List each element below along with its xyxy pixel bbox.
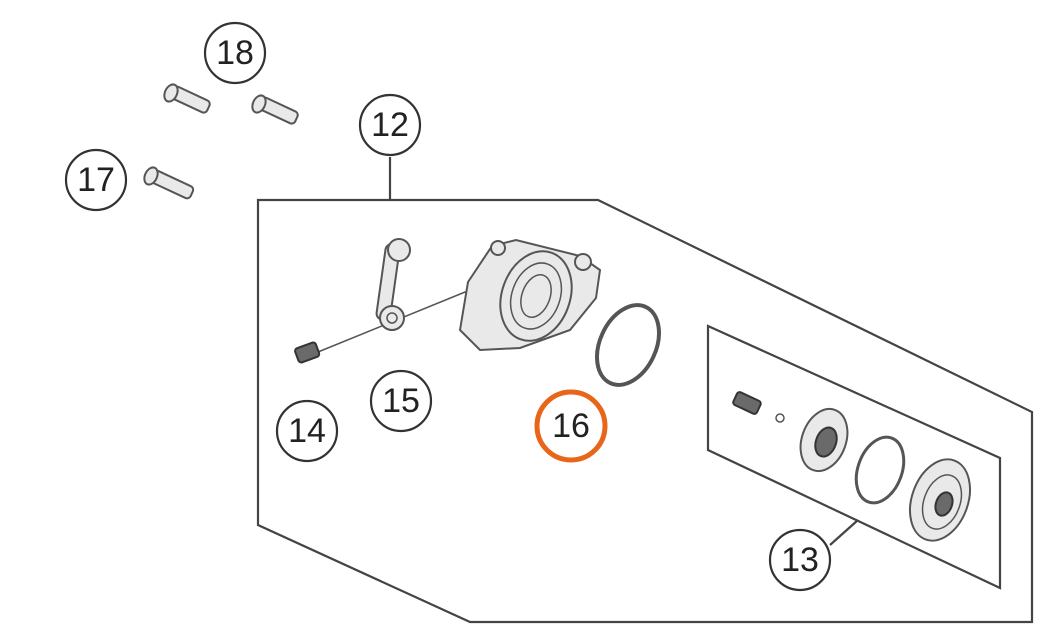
kit-13-seal [909, 458, 971, 542]
bolt-18a [163, 83, 211, 114]
svg-text:17: 17 [77, 161, 115, 199]
svg-text:16: 16 [552, 407, 590, 445]
kit-13-outline [706, 324, 1002, 590]
assembly-12-outline [256, 198, 1034, 624]
bolt-17 [143, 166, 195, 200]
svg-text:14: 14 [288, 412, 326, 450]
svg-text:13: 13 [781, 541, 819, 579]
kit-13-spring [732, 391, 785, 423]
callout-17: 17 [64, 148, 128, 212]
leader-13 [829, 519, 859, 546]
lever-15 [375, 238, 411, 331]
callout-13: 13 [768, 528, 832, 592]
bolt-18b [251, 94, 299, 125]
svg-text:15: 15 [382, 382, 420, 420]
slave-cylinder-housing [458, 238, 602, 352]
svg-text:18: 18 [216, 34, 254, 72]
callout-15: 15 [369, 369, 433, 433]
callout-18: 18 [203, 21, 267, 85]
o-ring-16 [595, 303, 661, 387]
kit-13-piston [799, 408, 849, 472]
callout-16-highlighted: 16 [534, 389, 608, 463]
callout-12: 12 [358, 93, 422, 157]
screw-14 [294, 341, 321, 364]
kit-13-o-ring [854, 435, 906, 505]
callout-14: 14 [275, 399, 339, 463]
svg-text:12: 12 [371, 106, 409, 144]
